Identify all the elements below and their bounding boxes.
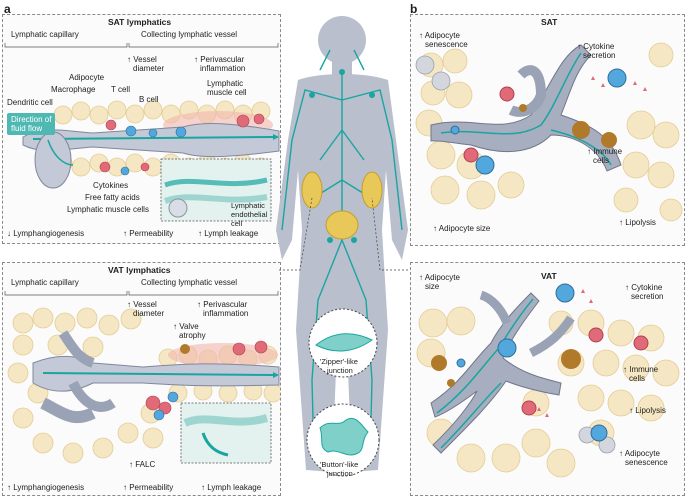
vat-senescence-1: ↑ Adipocyte xyxy=(619,449,660,458)
vat-vessel-diameter-1: ↑ Vessel xyxy=(127,300,157,309)
sat-lymph-muscle-1: Lymphatic xyxy=(207,79,244,88)
vat-cytokine-1: ↑ Cytokine xyxy=(625,283,663,292)
sat-b-cell-label: B cell xyxy=(139,95,159,104)
vat-valve-1: ↑ Valve xyxy=(173,322,199,331)
panel-b-letter: b xyxy=(410,2,418,16)
vat-depot xyxy=(325,210,359,240)
vat-lymphatics-panel: VAT lymphatics Lymphatic capillary Colle… xyxy=(2,262,281,496)
vat-lymph-leakage: ↑ Lymph leakage xyxy=(201,483,262,492)
sat-adipocyte-size: ↑ Adipocyte size xyxy=(433,224,491,233)
sat-lymph-muscle-2: muscle cell xyxy=(207,88,247,97)
vat-adipocyte-size-1: ↑ Adipocyte xyxy=(419,273,460,282)
sat-senescence-1: ↑ Adipocyte xyxy=(419,31,460,40)
vat-illustration xyxy=(416,283,680,478)
vat-capillary-header: Lymphatic capillary xyxy=(11,278,79,287)
sat-panel-title: SAT xyxy=(541,17,558,27)
button-junction-cell xyxy=(319,418,369,456)
vat-lymphatics-illustration xyxy=(4,291,280,464)
sat-lymphatics-illustration xyxy=(4,43,280,222)
sat-capillary-header: Lymphatic capillary xyxy=(11,30,79,39)
vat-collecting-header: Collecting lymphatic vessel xyxy=(141,278,238,287)
vat-lipolysis: ↑ Lipolysis xyxy=(629,406,666,415)
sat-muscle-cells-label: Lymphatic muscle cells xyxy=(67,205,149,214)
button-label-1: 'Button'-like xyxy=(320,460,359,469)
sat-cytokines-label: Cytokines xyxy=(93,181,129,190)
vat-valve-2: atrophy xyxy=(179,331,206,340)
vat-immune-2: cells xyxy=(629,374,646,383)
vat-perivascular-1: ↑ Perivascular xyxy=(197,300,248,309)
sat-endothelial-2: endothelial xyxy=(231,210,268,219)
lymph-nodes xyxy=(309,69,375,243)
sat-vessel-diameter-2: diameter xyxy=(133,64,165,73)
sat-immune-2: cells xyxy=(593,156,610,165)
direction-of-flow-box: Direction of fluid flow xyxy=(7,113,56,135)
sat-lymphatics-title: SAT lymphatics xyxy=(108,17,172,27)
sat-lymphangiogenesis: ↓ Lymphangiogenesis xyxy=(7,229,85,238)
vat-immune-1: ↑ Immune xyxy=(623,365,659,374)
sat-permeability: ↑ Permeability xyxy=(123,229,174,238)
sat-t-cell-label: T cell xyxy=(111,85,130,94)
sat-endothelial-3: cell xyxy=(231,219,243,228)
vat-senescence-2: senescence xyxy=(625,458,668,467)
macrophage-cell xyxy=(105,119,117,131)
vat-panel-title: VAT xyxy=(541,271,557,281)
zipper-junction-cell xyxy=(315,333,373,352)
vat-lymphatics-title: VAT lymphatics xyxy=(108,265,171,275)
vat-perivascular-2: inflammation xyxy=(203,309,249,318)
direction-line-1: Direction of xyxy=(11,115,52,124)
sat-dendritic-label: Dendritic cell xyxy=(7,98,53,107)
direction-line-2: fluid flow xyxy=(11,124,43,133)
sat-macrophage-label: Macrophage xyxy=(51,85,96,94)
sat-lipolysis: ↑ Lipolysis xyxy=(619,218,656,227)
vat-permeability: ↑ Permeability xyxy=(123,483,174,492)
vat-vessel-diameter-2: diameter xyxy=(133,309,165,318)
vat-falc: ↑ FALC xyxy=(129,460,156,469)
sat-lymphatics-panel: SAT lymphatics Lymphatic capillary Colle… xyxy=(2,14,281,244)
vat-cytokine-2: secretion xyxy=(631,292,664,301)
t-cell xyxy=(125,125,137,137)
sat-cytokine-2: secretion xyxy=(583,51,616,60)
sat-collecting-header: Collecting lymphatic vessel xyxy=(141,30,238,39)
sat-illustration xyxy=(415,42,683,222)
sat-perivascular-1: ↑ Perivascular xyxy=(194,55,245,64)
panel-a-letter: a xyxy=(4,2,11,16)
sat-perivascular-2: inflammation xyxy=(200,64,246,73)
sat-depot-left xyxy=(301,171,323,209)
sat-cytokine-1: ↑ Cytokine xyxy=(577,42,615,51)
zipper-label-2: junction xyxy=(327,366,353,375)
sat-senescence-2: senescence xyxy=(425,40,468,49)
button-label-2: junction xyxy=(327,469,353,478)
vat-adipocyte-size-2: size xyxy=(425,282,440,291)
sat-endothelial-1: Lymphatic xyxy=(231,201,265,210)
sat-depot-right xyxy=(361,171,383,209)
sat-immune-1: ↑ Immune xyxy=(587,147,623,156)
sat-vessel-diameter-1: ↑ Vessel xyxy=(127,55,157,64)
sat-panel: SAT ↑ Adipocyte senescence ↑ Cytokine se… xyxy=(410,14,685,246)
sat-adipocyte-label: Adipocyte xyxy=(69,73,105,82)
vat-panel: VAT ↑ Adipocyte size ↑ Cytokine secretio… xyxy=(410,262,685,496)
sat-ffa-label: Free fatty acids xyxy=(85,193,140,202)
vat-lymphangiogenesis: ↑ Lymphangiogenesis xyxy=(7,483,85,492)
sat-lymph-leakage: ↑ Lymph leakage xyxy=(198,229,259,238)
zipper-label-1: 'Zipper'-like xyxy=(320,357,358,366)
